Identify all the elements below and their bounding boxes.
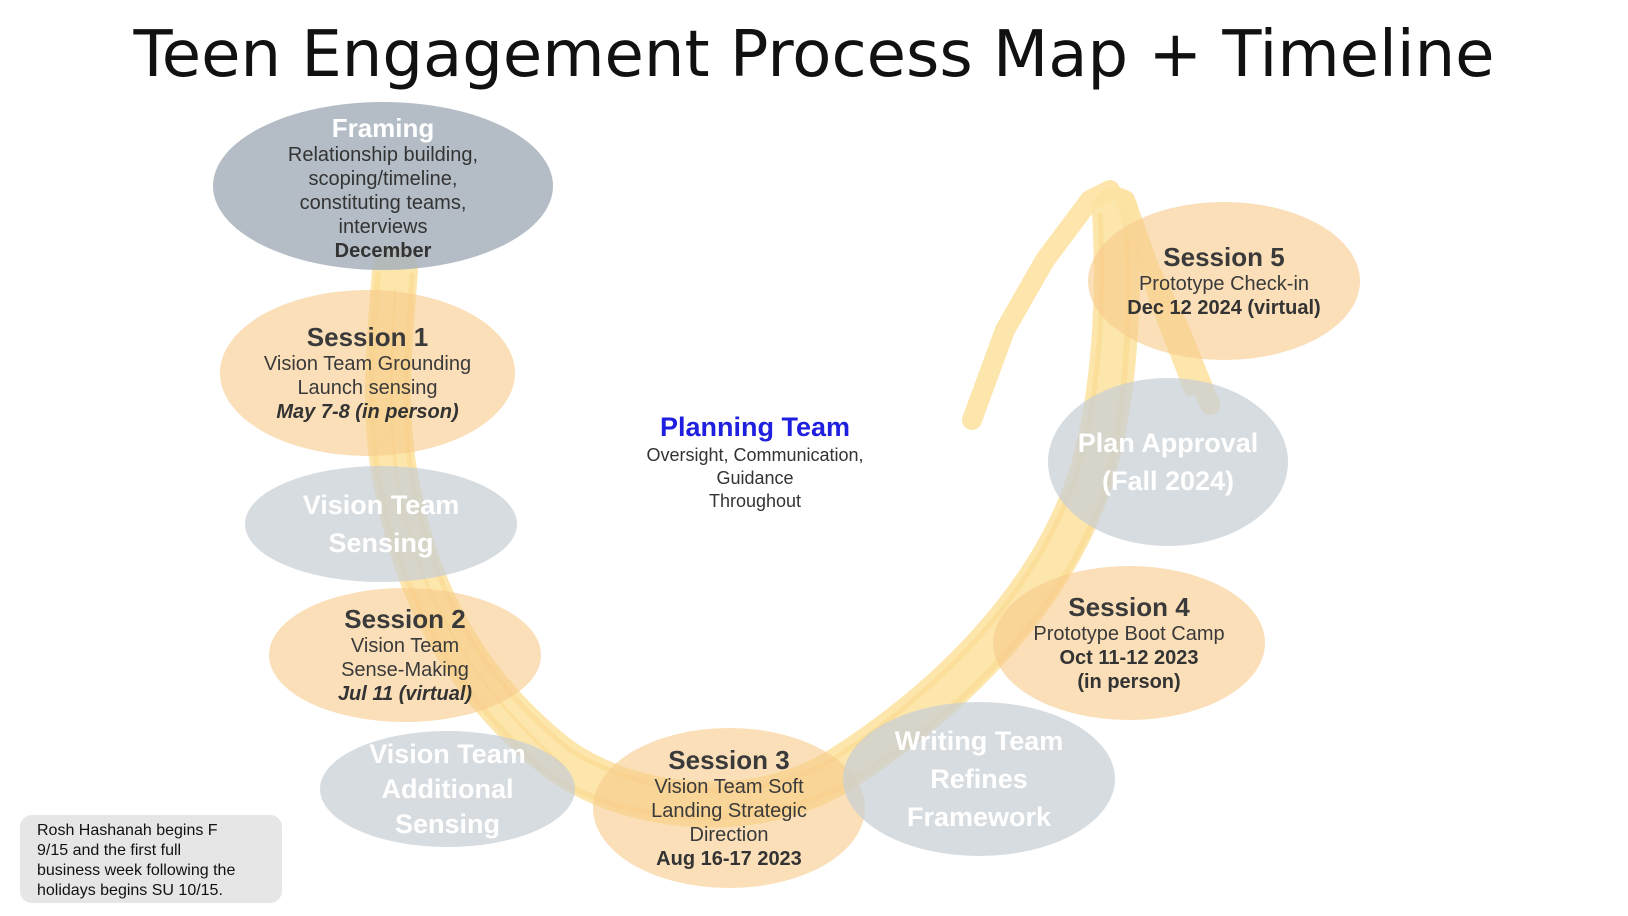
session-3-line: Direction [689, 824, 769, 846]
session-2-ellipse: Session 2 Vision Team Sense-Making Jul 1… [269, 588, 541, 722]
framing-title: Framing [331, 113, 435, 143]
note-line: business week following the [37, 862, 236, 879]
framing-line: constituting teams, [299, 192, 467, 214]
planning-team-line: Oversight, Communication, [646, 445, 864, 465]
session-3-date: Aug 16-17 2023 [656, 848, 802, 870]
additional-sensing-line: Additional [381, 773, 514, 804]
plan-approval-line: Plan Approval [1077, 428, 1259, 458]
session-5-date: Dec 12 2024 (virtual) [1127, 297, 1321, 319]
session-4-date: Oct 11-12 2023 [1059, 647, 1199, 669]
plan-approval-ellipse: Plan Approval (Fall 2024) [1048, 378, 1288, 546]
planning-team-title: Planning Team [659, 412, 851, 442]
additional-sensing-line: Sensing [394, 808, 501, 839]
session-3-title: Session 3 [668, 745, 790, 775]
session-1-line: Vision Team Grounding [263, 353, 472, 375]
note-line: Rosh Hashanah begins F [37, 822, 218, 839]
session-4-title: Session 4 [1068, 592, 1190, 622]
session-2-date: Jul 11 (virtual) [337, 683, 473, 705]
session-1-line: Launch sensing [297, 377, 438, 399]
framing-line: scoping/timeline, [308, 168, 458, 190]
writing-team-line: Refines [930, 764, 1028, 794]
session-2-title: Session 2 [344, 604, 466, 634]
session-1-title: Session 1 [306, 322, 429, 352]
session-2-line: Vision Team [350, 635, 460, 657]
session-4-line: Prototype Boot Camp [1033, 623, 1225, 645]
session-3-line: Vision Team Soft [654, 776, 804, 798]
vision-team-sensing-ellipse: Vision Team Sensing [245, 466, 517, 582]
writing-team-line: Framework [906, 802, 1052, 832]
framing-date: December [334, 240, 432, 262]
note-line: 9/15 and the first full [37, 842, 182, 859]
session-5-line: Prototype Check-in [1138, 273, 1310, 295]
session-1-date: May 7-8 (in person) [276, 401, 459, 423]
session-4-ellipse: Session 4 Prototype Boot Camp Oct 11-12 … [993, 566, 1265, 720]
planning-team-line: Throughout [708, 491, 802, 511]
plan-approval-line: (Fall 2024) [1101, 466, 1235, 496]
page-title: Teen Engagement Process Map + Timeline [133, 18, 1495, 92]
holiday-note: Rosh Hashanah begins F 9/15 and the firs… [20, 815, 282, 903]
note-line: holidays begins SU 10/15. [37, 882, 223, 899]
additional-sensing-ellipse: Vision Team Additional Sensing [320, 731, 575, 847]
additional-sensing-line: Vision Team [369, 738, 526, 769]
session-3-ellipse: Session 3 Vision Team Soft Landing Strat… [593, 728, 865, 888]
framing-line: Relationship building, [287, 144, 479, 166]
session-4-date: (in person) [1077, 671, 1181, 693]
framing-ellipse: Framing Relationship building, scoping/t… [213, 102, 553, 270]
planning-team-line: Guidance [716, 468, 794, 488]
planning-team-block: Planning Team Oversight, Communication, … [620, 410, 890, 513]
vision-sensing-line: Sensing [328, 528, 434, 558]
session-5-title: Session 5 [1163, 242, 1285, 272]
session-3-line: Landing Strategic [651, 800, 807, 822]
session-2-line: Sense-Making [341, 659, 469, 681]
session-5-ellipse: Session 5 Prototype Check-in Dec 12 2024… [1088, 202, 1360, 360]
writing-team-ellipse: Writing Team Refines Framework [843, 702, 1115, 856]
vision-sensing-line: Vision Team [302, 490, 460, 520]
framing-line: interviews [338, 216, 428, 238]
session-1-ellipse: Session 1 Vision Team Grounding Launch s… [220, 290, 515, 456]
writing-team-line: Writing Team [894, 726, 1064, 756]
